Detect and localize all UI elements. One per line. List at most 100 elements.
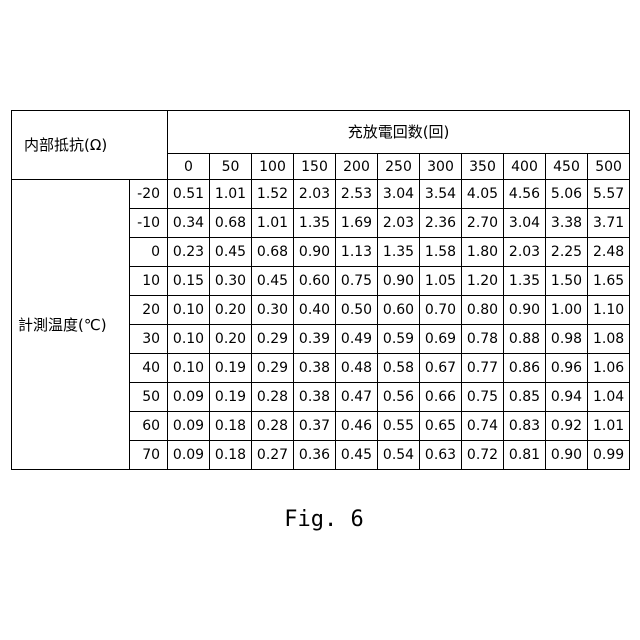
table-cell: 0.94: [546, 383, 588, 412]
table-cell: 0.77: [462, 354, 504, 383]
table-cell: 0.34: [168, 209, 210, 238]
table-cell: 0.19: [210, 383, 252, 412]
table-cell: 3.38: [546, 209, 588, 238]
table-cell: 1.04: [588, 383, 630, 412]
column-header-cycle: 50: [210, 154, 252, 180]
table-cell: 0.37: [294, 412, 336, 441]
table-cell: 0.63: [420, 441, 462, 470]
table-cell: 3.71: [588, 209, 630, 238]
table-cell: 0.40: [294, 296, 336, 325]
table-cell: 0.88: [504, 325, 546, 354]
table-cell: 2.36: [420, 209, 462, 238]
table-cell: 0.28: [252, 412, 294, 441]
table-cell: 0.69: [420, 325, 462, 354]
table-cell: 0.10: [168, 296, 210, 325]
row-header-temperature: 10: [130, 267, 168, 296]
table-cell: 0.78: [462, 325, 504, 354]
corner-header-internal-resistance: 内部抵抗(Ω): [12, 111, 168, 180]
table-cell: 0.67: [420, 354, 462, 383]
table-cell: 0.80: [462, 296, 504, 325]
table-cell: 0.90: [378, 267, 420, 296]
column-header-cycle: 300: [420, 154, 462, 180]
table-cell: 0.09: [168, 441, 210, 470]
row-header-temperature: 40: [130, 354, 168, 383]
table-cell: 0.15: [168, 267, 210, 296]
table-cell: 0.98: [546, 325, 588, 354]
column-group-header-cycle-count: 充放電回数(回): [168, 111, 630, 154]
table-cell: 0.68: [252, 238, 294, 267]
table-cell: 1.58: [420, 238, 462, 267]
table-cell: 1.35: [504, 267, 546, 296]
table-cell: 0.29: [252, 325, 294, 354]
table-cell: 0.30: [210, 267, 252, 296]
table-cell: 0.49: [336, 325, 378, 354]
table-cell: 0.39: [294, 325, 336, 354]
table-cell: 0.23: [168, 238, 210, 267]
table-cell: 0.54: [378, 441, 420, 470]
table-cell: 1.05: [420, 267, 462, 296]
table-cell: 0.45: [210, 238, 252, 267]
row-header-temperature: 50: [130, 383, 168, 412]
table-body: 内部抵抗(Ω) 充放電回数(回) 05010015020025030035040…: [12, 111, 630, 470]
table-cell: 0.81: [504, 441, 546, 470]
table-cell: 2.53: [336, 180, 378, 209]
table-cell: 0.46: [336, 412, 378, 441]
table-cell: 1.01: [252, 209, 294, 238]
row-header-temperature: 30: [130, 325, 168, 354]
header-row-group: 内部抵抗(Ω) 充放電回数(回): [12, 111, 630, 154]
table-cell: 0.75: [462, 383, 504, 412]
table-cell: 0.72: [462, 441, 504, 470]
table-cell: 0.56: [378, 383, 420, 412]
table-cell: 3.04: [378, 180, 420, 209]
table-cell: 4.56: [504, 180, 546, 209]
column-header-cycle: 0: [168, 154, 210, 180]
table-cell: 2.03: [378, 209, 420, 238]
table-cell: 0.27: [252, 441, 294, 470]
row-header-temperature: 60: [130, 412, 168, 441]
table-cell: 0.75: [336, 267, 378, 296]
table-cell: 0.96: [546, 354, 588, 383]
table-cell: 1.01: [210, 180, 252, 209]
table-cell: 0.36: [294, 441, 336, 470]
table-cell: 0.38: [294, 354, 336, 383]
table-cell: 0.90: [504, 296, 546, 325]
table-cell: 1.52: [252, 180, 294, 209]
column-header-cycle: 250: [378, 154, 420, 180]
column-header-cycle: 400: [504, 154, 546, 180]
table-cell: 1.08: [588, 325, 630, 354]
table-cell: 0.65: [420, 412, 462, 441]
table-cell: 2.25: [546, 238, 588, 267]
resistance-table: 内部抵抗(Ω) 充放電回数(回) 05010015020025030035040…: [11, 110, 630, 470]
row-header-temperature: 70: [130, 441, 168, 470]
table-cell: 2.48: [588, 238, 630, 267]
table-cell: 0.90: [546, 441, 588, 470]
table-cell: 0.86: [504, 354, 546, 383]
figure-caption: Fig. 6: [0, 505, 640, 535]
table-cell: 0.10: [168, 354, 210, 383]
table-cell: 0.83: [504, 412, 546, 441]
table-cell: 1.06: [588, 354, 630, 383]
table-cell: 1.20: [462, 267, 504, 296]
table-cell: 0.47: [336, 383, 378, 412]
table-cell: 2.03: [504, 238, 546, 267]
table-cell: 0.18: [210, 412, 252, 441]
column-header-cycle: 500: [588, 154, 630, 180]
row-header-temperature: -20: [130, 180, 168, 209]
table-cell: 3.54: [420, 180, 462, 209]
table-cell: 3.04: [504, 209, 546, 238]
table-cell: 0.90: [294, 238, 336, 267]
table-cell: 0.45: [252, 267, 294, 296]
column-header-cycle: 100: [252, 154, 294, 180]
table-cell: 0.92: [546, 412, 588, 441]
column-header-cycle: 450: [546, 154, 588, 180]
table-cell: 0.51: [168, 180, 210, 209]
table-cell: 0.30: [252, 296, 294, 325]
table-cell: 1.80: [462, 238, 504, 267]
table-cell: 0.58: [378, 354, 420, 383]
table-cell: 0.74: [462, 412, 504, 441]
table-row: 計測温度(℃)-200.511.011.522.032.533.043.544.…: [12, 180, 630, 209]
table-cell: 0.29: [252, 354, 294, 383]
table-cell: 2.70: [462, 209, 504, 238]
table-cell: 0.66: [420, 383, 462, 412]
table-cell: 1.69: [336, 209, 378, 238]
